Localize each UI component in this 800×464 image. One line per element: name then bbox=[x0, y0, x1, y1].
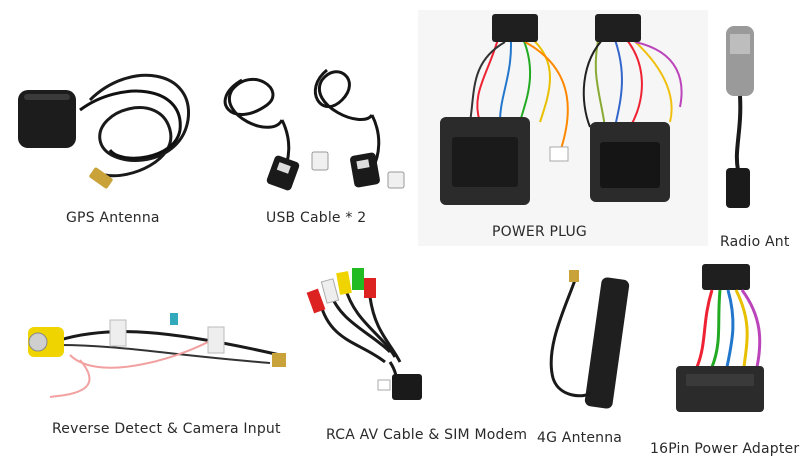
reverse-camera-caption: Reverse Detect & Camera Input bbox=[52, 421, 281, 437]
radio-antenna-caption: Radio Ant bbox=[720, 234, 790, 250]
power-plug-image bbox=[430, 12, 700, 212]
4g-antenna-image bbox=[535, 268, 645, 418]
usb-cable-image bbox=[212, 60, 412, 200]
16pin-adapter-caption: 16Pin Power Adapter bbox=[650, 441, 800, 457]
rca-av-cable-image bbox=[300, 262, 460, 412]
gps-antenna-image bbox=[10, 60, 200, 200]
power-plug-caption: POWER PLUG bbox=[492, 224, 587, 240]
16pin-adapter-image bbox=[662, 262, 782, 422]
rca-av-cable-caption: RCA AV Cable & SIM Modem bbox=[326, 427, 528, 443]
4g-antenna-caption: 4G Antenna bbox=[537, 430, 623, 446]
gps-antenna-caption: GPS Antenna bbox=[66, 210, 160, 226]
usb-cable-caption: USB Cable * 2 bbox=[266, 210, 367, 226]
radio-antenna-image bbox=[712, 20, 772, 220]
reverse-camera-image bbox=[20, 285, 300, 405]
